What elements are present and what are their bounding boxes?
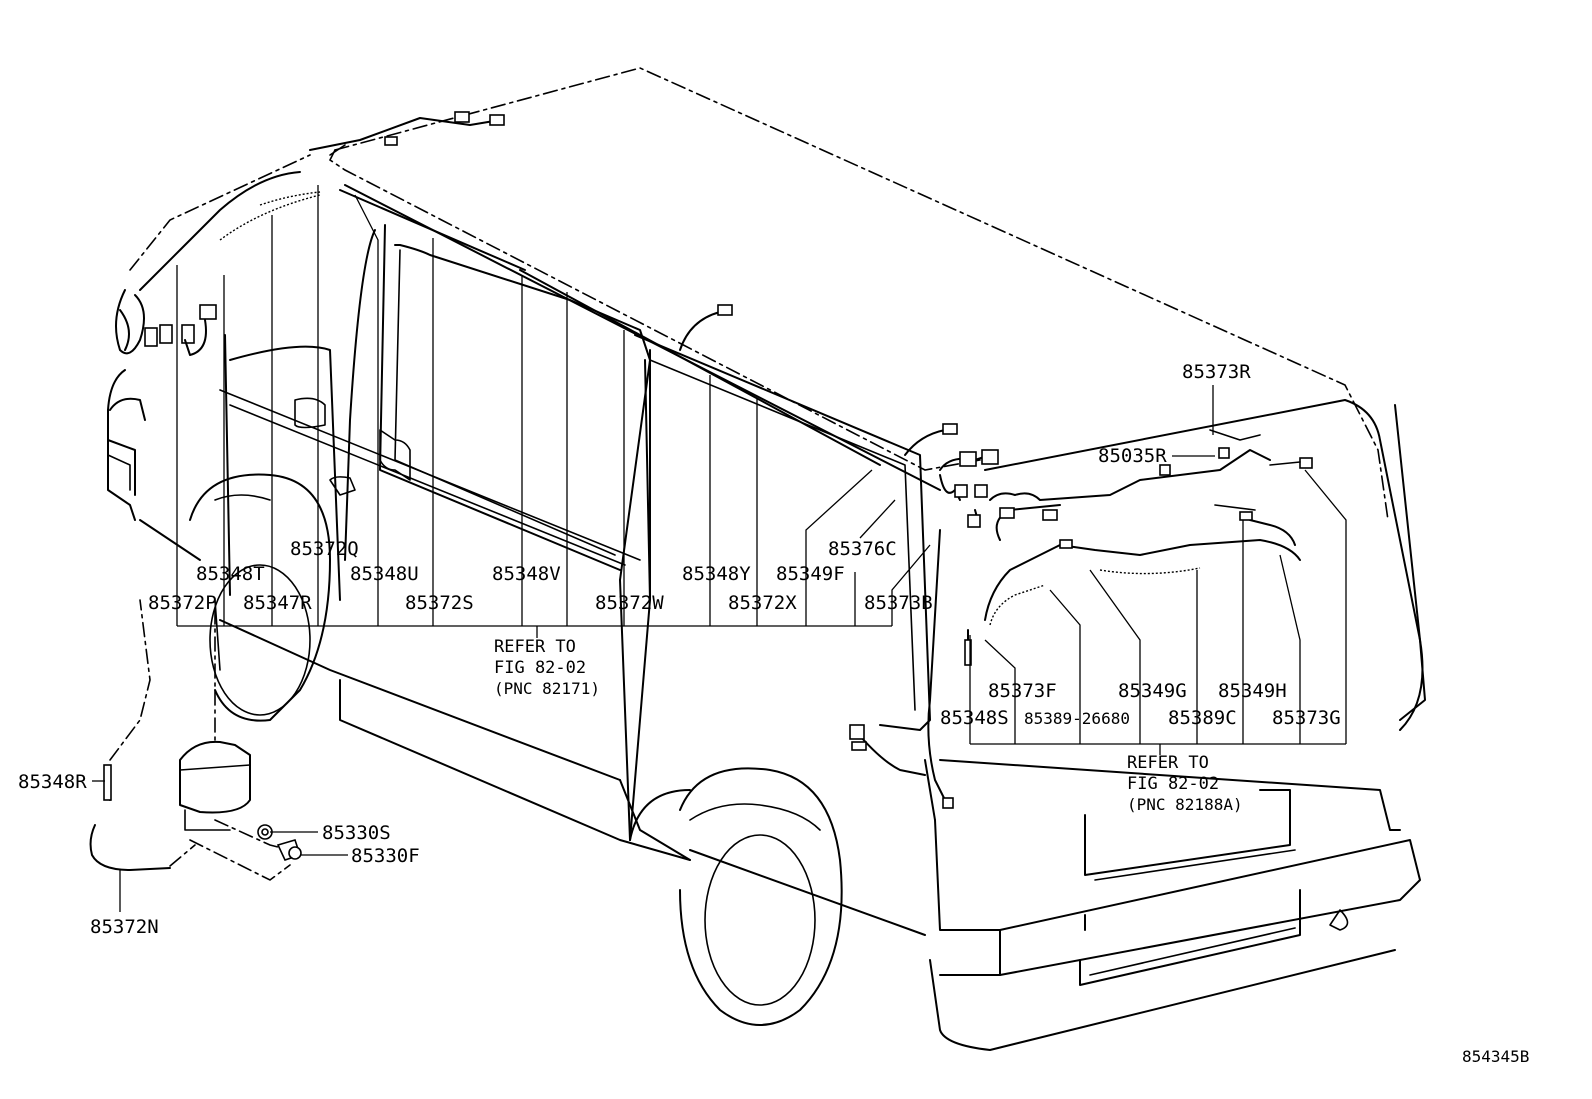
van-body-outline <box>107 67 1426 1051</box>
label-85372Q: 85372Q <box>290 538 359 560</box>
label-85376C: 85376C <box>828 538 897 560</box>
label-85349H: 85349H <box>1218 680 1287 702</box>
refer-left-line1: REFER TO <box>494 637 576 657</box>
label-85035R: 85035R <box>1098 445 1167 467</box>
label-85389C: 85389C <box>1168 707 1237 729</box>
label-85330F: 85330F <box>351 845 420 867</box>
part-labels-left: 85372Q 85348T 85372P 85347R 85348U 85372… <box>148 538 933 614</box>
label-85348T: 85348T <box>196 563 265 585</box>
label-85330S: 85330S <box>322 822 391 844</box>
label-85389-26680: 85389-26680 <box>1024 709 1130 728</box>
label-85372W: 85372W <box>595 592 664 614</box>
label-85349G: 85349G <box>1118 680 1187 702</box>
label-85347R: 85347R <box>243 592 312 614</box>
label-85372X: 85372X <box>728 592 797 614</box>
label-85348V: 85348V <box>492 563 561 585</box>
label-85372P: 85372P <box>148 592 217 614</box>
leader-lines-left <box>176 185 931 638</box>
refer-right-line3: (PNC 82188A) <box>1127 795 1243 814</box>
part-labels-right: 85373R 85035R 85373F 85349G 85349H 85348… <box>940 361 1341 729</box>
leader-lines-right <box>92 385 1347 912</box>
part-labels-lower-left: 85348R 85330S 85330F 85372N <box>18 771 420 938</box>
label-85373R: 85373R <box>1182 361 1251 383</box>
label-85372N: 85372N <box>90 916 159 938</box>
label-85348R: 85348R <box>18 771 87 793</box>
label-85348S: 85348S <box>940 707 1009 729</box>
label-85348U: 85348U <box>350 563 419 585</box>
label-85349F: 85349F <box>776 563 845 585</box>
label-85372S: 85372S <box>405 592 474 614</box>
refer-right-line1: REFER TO <box>1127 753 1209 773</box>
label-85348Y: 85348Y <box>682 563 751 585</box>
label-85373B: 85373B <box>864 592 933 614</box>
refer-right-line2: FIG 82-02 <box>1127 774 1219 794</box>
figure-id: 854345B <box>1462 1047 1529 1066</box>
wire-harness <box>115 111 1313 809</box>
refer-note-left: REFER TO FIG 82-02 (PNC 82171) <box>494 637 600 698</box>
refer-note-right: REFER TO FIG 82-02 (PNC 82188A) <box>1127 753 1243 814</box>
refer-left-line3: (PNC 82171) <box>494 679 600 698</box>
refer-left-line2: FIG 82-02 <box>494 658 586 678</box>
label-85373F: 85373F <box>988 680 1057 702</box>
label-85373G: 85373G <box>1272 707 1341 729</box>
